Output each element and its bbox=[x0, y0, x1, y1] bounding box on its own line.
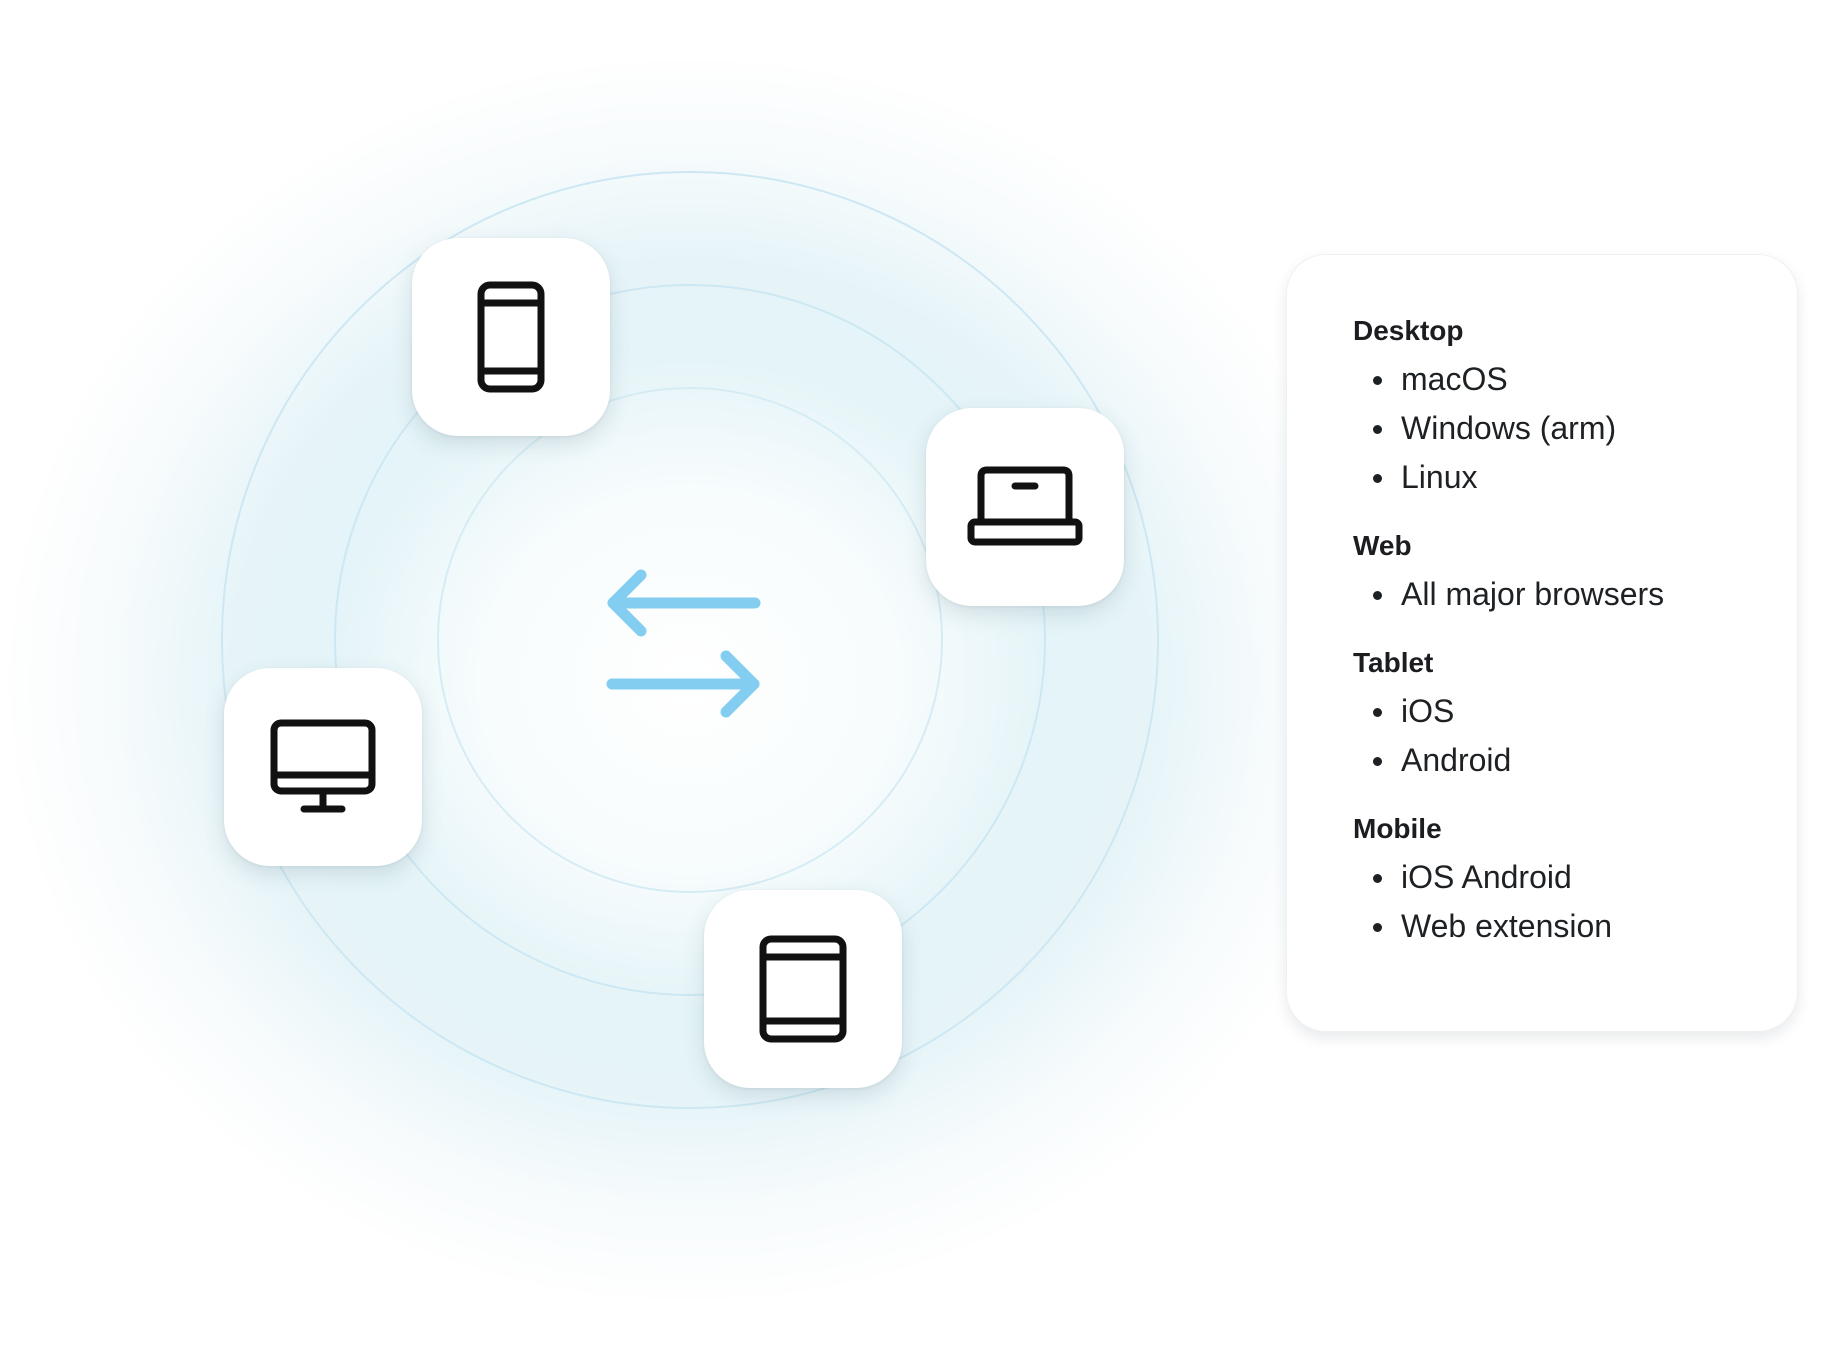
tablet-icon bbox=[759, 935, 847, 1043]
middle-ring bbox=[334, 284, 1046, 996]
desktop-device-tile bbox=[224, 668, 422, 866]
section-title: Web bbox=[1353, 530, 1412, 561]
list-item: Windows (arm) bbox=[1353, 404, 1757, 453]
platform-list: iOS Android bbox=[1353, 687, 1757, 785]
section-title: Mobile bbox=[1353, 813, 1442, 844]
laptop-device-tile bbox=[926, 408, 1124, 606]
platform-section-mobile: Mobile iOS Android Web extension bbox=[1353, 811, 1757, 951]
section-title: Desktop bbox=[1353, 315, 1464, 346]
list-item: Android bbox=[1353, 736, 1757, 785]
bullet bbox=[1373, 708, 1382, 717]
inner-ring bbox=[437, 387, 943, 893]
smartphone-icon bbox=[477, 281, 545, 393]
item-label: Web extension bbox=[1401, 908, 1613, 944]
item-label: Linux bbox=[1401, 459, 1478, 495]
list-item: iOS Android bbox=[1353, 853, 1757, 902]
platform-section-desktop: Desktop macOS Windows (arm) Linux bbox=[1353, 313, 1757, 502]
list-item: Linux bbox=[1353, 453, 1757, 502]
item-label: iOS bbox=[1401, 693, 1455, 729]
list-item: Web extension bbox=[1353, 902, 1757, 951]
platform-list: iOS Android Web extension bbox=[1353, 853, 1757, 951]
item-label: iOS Android bbox=[1401, 859, 1572, 895]
platform-list: All major browsers bbox=[1353, 570, 1757, 619]
supported-platforms-card: Desktop macOS Windows (arm) Linux Web Al… bbox=[1286, 254, 1798, 1032]
platform-section-tablet: Tablet iOS Android bbox=[1353, 645, 1757, 785]
platform-list: macOS Windows (arm) Linux bbox=[1353, 355, 1757, 502]
bullet bbox=[1373, 591, 1382, 600]
tablet-device-tile bbox=[704, 890, 902, 1088]
bullet bbox=[1373, 757, 1382, 766]
platform-section-web: Web All major browsers bbox=[1353, 528, 1757, 619]
item-label: Android bbox=[1401, 742, 1512, 778]
outer-ring bbox=[221, 171, 1159, 1109]
section-title: Tablet bbox=[1353, 647, 1434, 678]
bullet bbox=[1373, 474, 1382, 483]
list-item: macOS bbox=[1353, 355, 1757, 404]
item-label: macOS bbox=[1401, 361, 1508, 397]
item-label: Windows (arm) bbox=[1401, 410, 1617, 446]
desktop-monitor-icon bbox=[270, 719, 376, 813]
phone-device-tile bbox=[412, 238, 610, 436]
bullet bbox=[1373, 923, 1382, 932]
list-item: All major browsers bbox=[1353, 570, 1757, 619]
list-item: iOS bbox=[1353, 687, 1757, 736]
bullet bbox=[1373, 376, 1382, 385]
bullet bbox=[1373, 425, 1382, 434]
laptop-icon bbox=[967, 466, 1083, 546]
swap-arrows-icon bbox=[606, 569, 761, 718]
item-label: All major browsers bbox=[1401, 576, 1665, 612]
bullet bbox=[1373, 874, 1382, 883]
